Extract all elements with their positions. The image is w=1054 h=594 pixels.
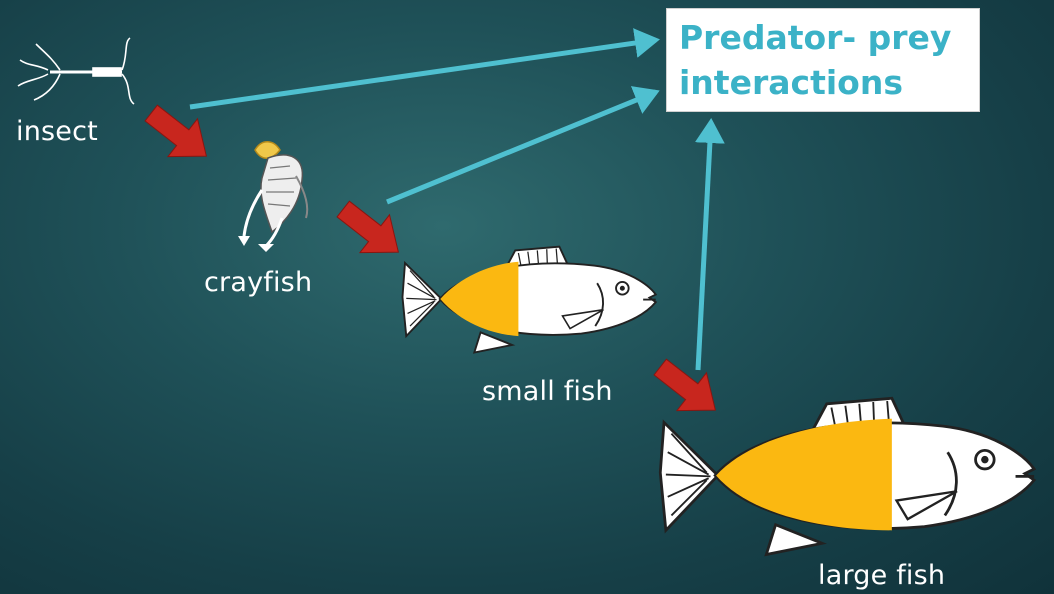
crayfish-to-title-arrow (387, 92, 656, 202)
small-fish-illustration (402, 247, 655, 353)
largefish-to-title-arrow (698, 122, 711, 370)
crayfish-illustration (238, 142, 307, 252)
feeding-arrows (136, 94, 730, 429)
title-line-2: interactions (679, 60, 967, 105)
insect-illustration (18, 38, 134, 104)
insect-to-title-arrow (190, 40, 656, 107)
small-fish-label: small fish (482, 376, 613, 407)
large-fish-label: large fish (818, 560, 945, 591)
smallfish-to-largefish-arrow (645, 348, 730, 429)
title-box: Predator- prey interactions (666, 8, 980, 112)
insect-label: insect (16, 116, 98, 147)
title-line-1: Predator- prey (679, 15, 967, 60)
large-fish-illustration (660, 398, 1034, 554)
crayfish-to-smallfish-arrow (328, 190, 413, 271)
crayfish-label: crayfish (204, 267, 312, 298)
